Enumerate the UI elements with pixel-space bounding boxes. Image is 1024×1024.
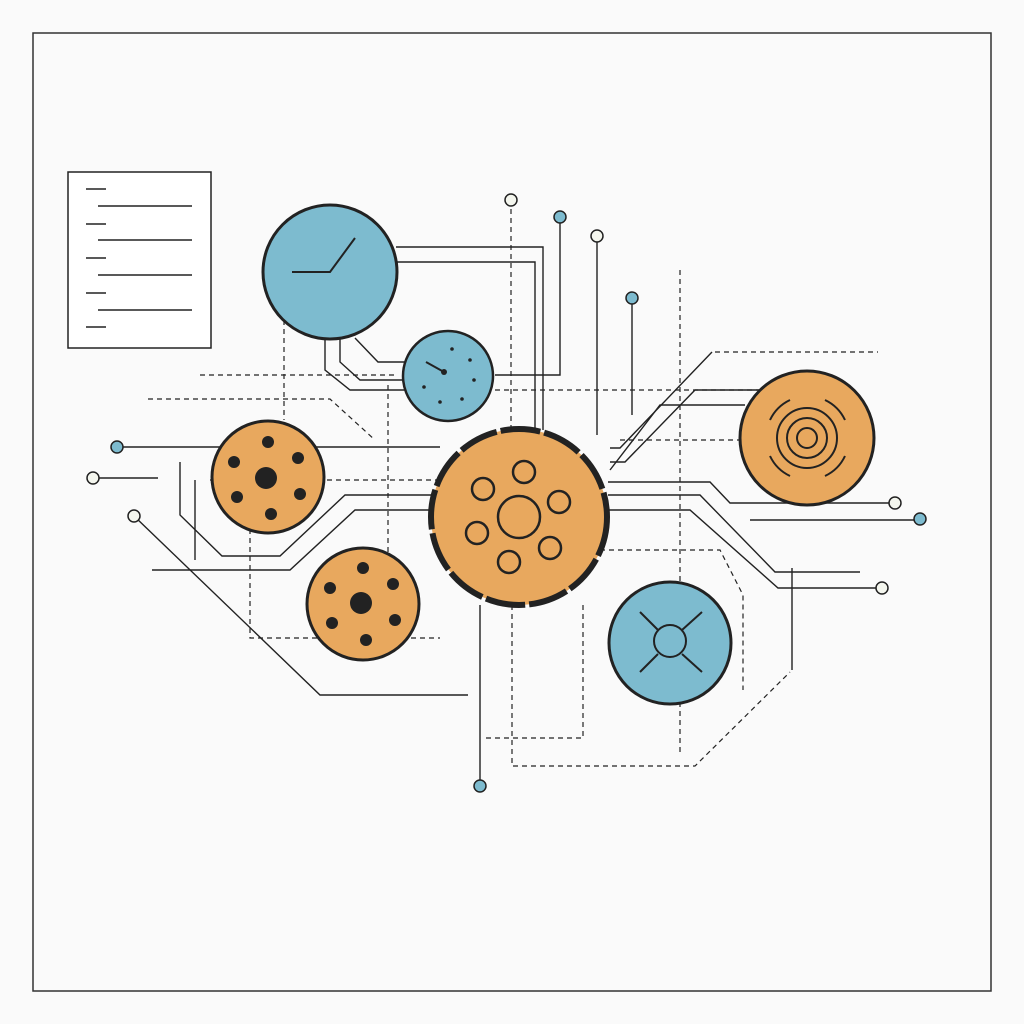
target-icon <box>738 369 876 507</box>
endpoint-node-icon <box>110 440 124 454</box>
sprocket-icon <box>305 546 421 662</box>
central-gear-icon <box>428 426 610 608</box>
endpoint-node-icon <box>553 210 567 224</box>
clock-icon <box>261 203 399 341</box>
wires <box>93 217 920 786</box>
endpoint-node-icon <box>875 581 889 595</box>
endpoint-node-icon <box>504 193 518 207</box>
endpoint-node-icon <box>127 509 141 523</box>
endpoint-node-icon <box>473 779 487 793</box>
crosshair-icon <box>607 580 733 706</box>
endpoint-node-icon <box>86 471 100 485</box>
endpoint-node-icon <box>913 512 927 526</box>
endpoint-nodes <box>86 193 927 793</box>
sprocket-icon <box>210 419 326 535</box>
endpoint-node-icon <box>888 496 902 510</box>
document-icon <box>67 171 212 349</box>
endpoint-node-icon <box>625 291 639 305</box>
endpoint-node-icon <box>590 229 604 243</box>
gauge-icon <box>401 329 495 423</box>
frame <box>32 32 992 992</box>
